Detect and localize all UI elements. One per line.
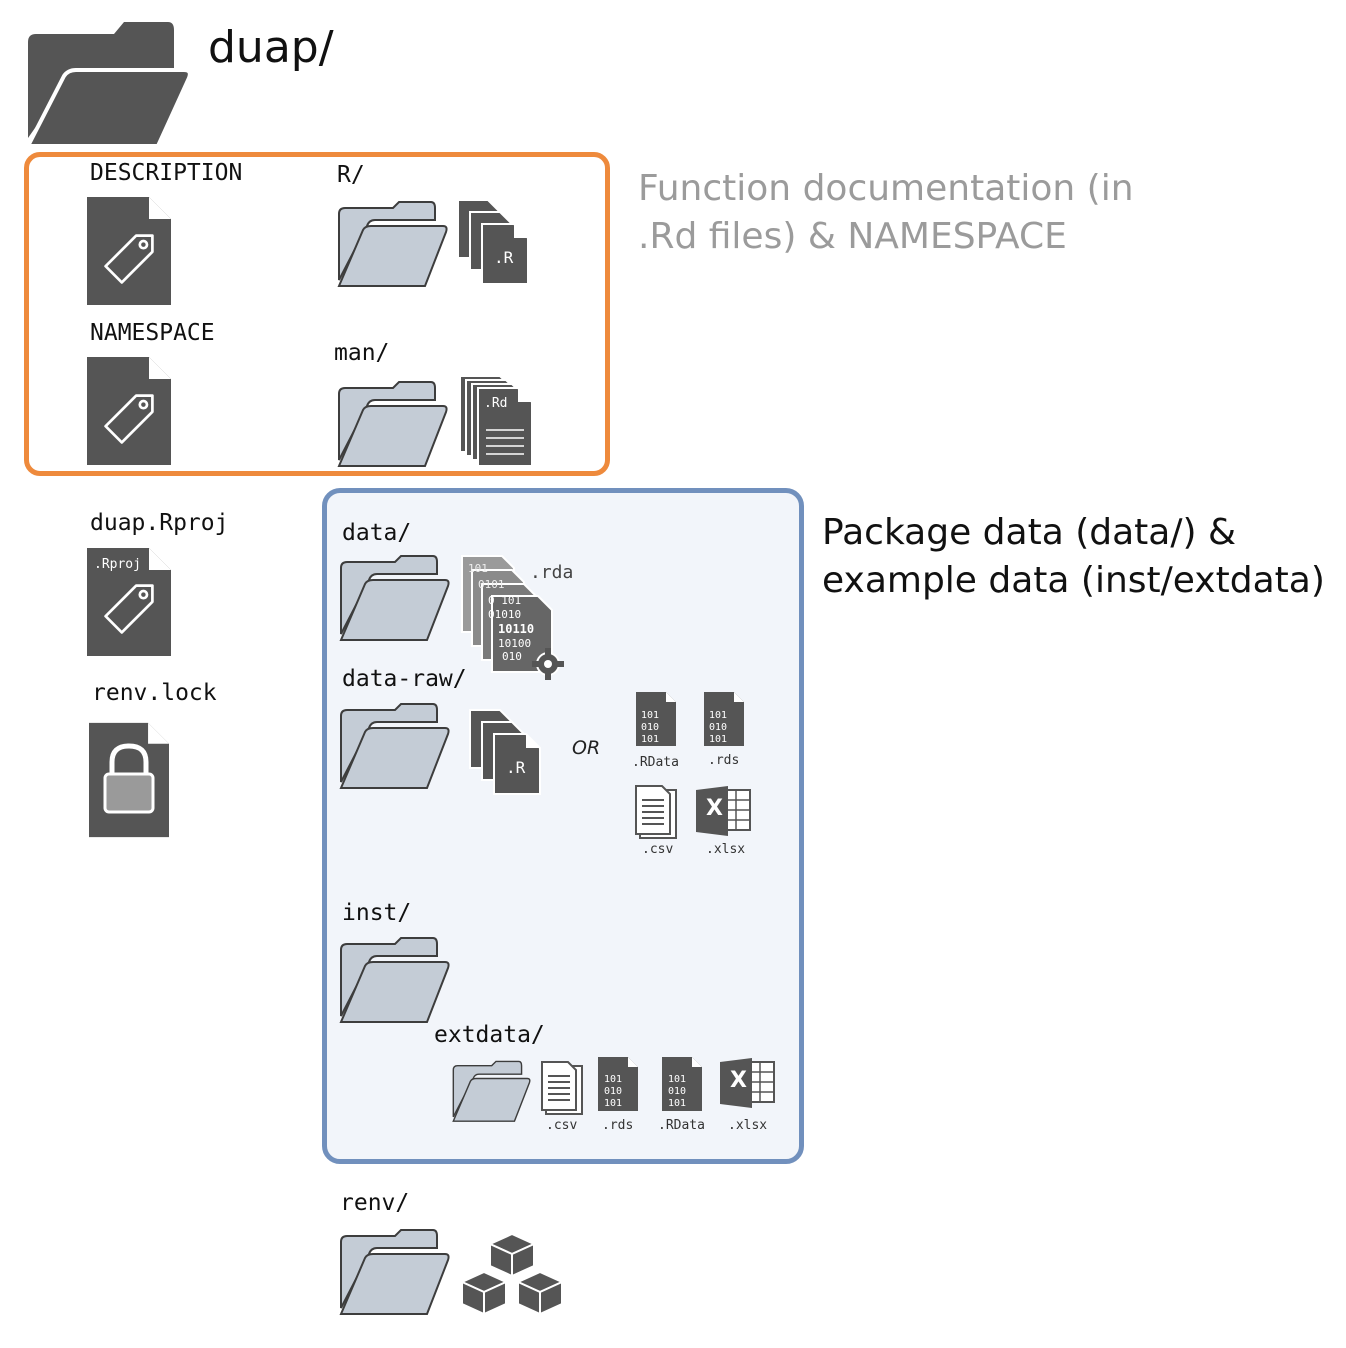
data-folder-label: data/ — [342, 520, 412, 546]
namespace-file-label: NAMESPACE — [90, 320, 215, 346]
svg-text:10110: 10110 — [498, 622, 534, 636]
packages-cubes-icon — [461, 1233, 563, 1315]
ext-xlsx-file-label: .xlsx — [728, 1118, 768, 1133]
data-raw-folder-icon — [337, 702, 451, 792]
svg-text:010: 010 — [502, 650, 522, 663]
r-folder-icon — [335, 200, 449, 290]
ext-rds-file-label: .rds — [602, 1118, 634, 1133]
rdata-file-icon — [636, 692, 676, 746]
csv-file-label: .csv — [642, 842, 674, 857]
excel-file-icon — [696, 786, 751, 836]
data-folder-icon — [337, 554, 451, 644]
root-folder-icon — [24, 22, 192, 148]
data-annotation-line2: example data (inst/extdata) — [822, 560, 1325, 601]
rds-binary-digits: 101 010 101 — [709, 710, 728, 745]
man-folder-icon — [335, 380, 449, 470]
svg-text:01010: 01010 — [488, 608, 521, 621]
csv-file-icon — [635, 785, 677, 839]
ext-rdata-file-label: .RData — [658, 1118, 705, 1133]
ext-rdata-binary-digits: 101 010 101 — [668, 1074, 687, 1109]
svg-text:0101: 0101 — [478, 578, 505, 591]
extdata-folder-label: extdata/ — [434, 1022, 545, 1048]
tag-icon — [102, 232, 156, 286]
ext-csv-file-label: .csv — [546, 1118, 578, 1133]
ext-excel-file-icon — [720, 1058, 775, 1108]
extdata-folder-icon — [450, 1060, 532, 1124]
data-raw-folder-label: data-raw/ — [342, 666, 467, 692]
raw-r-file-badge: .R — [506, 758, 526, 777]
rproj-file-label: duap.Rproj — [90, 510, 229, 536]
ext-excel-letter: X — [730, 1068, 747, 1093]
inst-folder-icon — [337, 936, 451, 1026]
rds-file-label: .rds — [708, 753, 740, 768]
r-file-badge: .R — [494, 248, 514, 267]
rd-files-stack-icon — [459, 375, 533, 467]
svg-text:10100: 10100 — [498, 637, 531, 650]
r-files-stack-icon — [457, 199, 529, 285]
root-folder-label: duap/ — [208, 22, 334, 73]
ext-rds-binary-digits: 101 010 101 — [604, 1074, 623, 1109]
ext-csv-file-icon — [541, 1061, 583, 1115]
description-file-label: DESCRIPTION — [90, 160, 243, 186]
excel-letter: X — [706, 796, 723, 821]
documentation-group-box — [24, 152, 610, 476]
man-folder-label: man/ — [334, 340, 390, 366]
or-connector: OR — [572, 737, 601, 759]
rdata-binary-digits: 101 010 101 — [641, 710, 660, 745]
tag-icon — [102, 582, 156, 636]
r-folder-label: R/ — [337, 162, 365, 188]
svg-text:0 101: 0 101 — [488, 594, 521, 607]
documentation-annotation-line2: .Rd files) & NAMESPACE — [638, 216, 1067, 257]
rda-file-badge: .rda — [530, 562, 574, 583]
ext-rdata-file-icon — [662, 1057, 702, 1111]
svg-text:101: 101 — [468, 562, 488, 575]
rd-file-badge: .Rd — [484, 396, 508, 411]
data-annotation-line1: Package data (data/) & — [822, 512, 1237, 553]
documentation-annotation-line1: Function documentation (in — [638, 168, 1134, 209]
renv-folder-icon — [337, 1228, 451, 1318]
ext-rds-file-icon — [598, 1057, 638, 1111]
rproj-file-badge: .Rproj — [94, 557, 141, 572]
tag-icon — [102, 392, 156, 446]
raw-r-files-stack-icon — [469, 709, 541, 795]
inst-folder-label: inst/ — [342, 900, 412, 926]
rds-file-icon — [704, 692, 744, 746]
renv-lock-file-label: renv.lock — [92, 680, 217, 706]
rda-files-stack-icon: 101 0101 0 101 01010 10110 10100 010 — [461, 555, 564, 680]
rdata-file-label: .RData — [632, 755, 679, 770]
renv-folder-label: renv/ — [340, 1190, 410, 1216]
xlsx-file-label: .xlsx — [706, 842, 746, 857]
lock-icon — [103, 743, 155, 814]
